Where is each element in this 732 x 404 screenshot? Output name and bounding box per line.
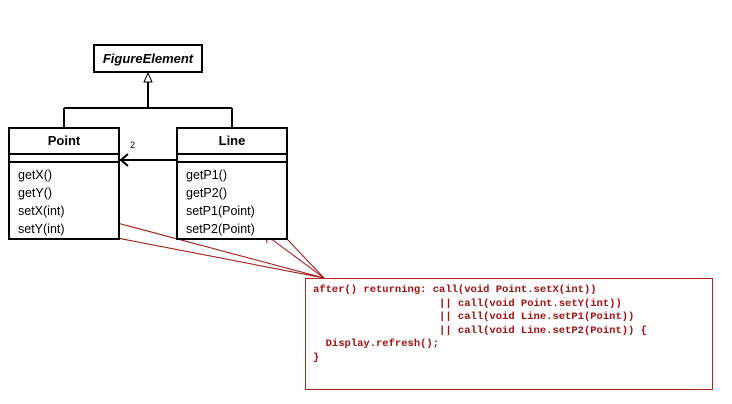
association-multiplicity: 2 <box>130 140 136 150</box>
class-name-figure-element: FigureElement <box>102 51 194 66</box>
operation-getp2: getP2() <box>186 186 227 200</box>
generalization-connector <box>63 82 233 127</box>
operation-sety: setY(int) <box>18 222 65 236</box>
pointer-setp2 <box>265 234 325 279</box>
class-point: Point getX() getY() setX(int) setY(int) <box>8 127 120 240</box>
operation-getx: getX() <box>18 168 53 182</box>
operations-compartment-line: getP1() getP2() setP1(Point) setP2(Point… <box>178 163 286 238</box>
class-name-point: Point <box>10 129 118 155</box>
operation-setp1: setP1(Point) <box>186 204 255 218</box>
operations-compartment-point: getX() getY() setX(int) setY(int) <box>10 163 118 238</box>
association-connector <box>119 153 176 167</box>
attributes-compartment-point <box>10 155 118 163</box>
operation-getp1: getP1() <box>186 168 227 182</box>
class-figure-element: FigureElement <box>93 44 203 73</box>
operation-setx: setX(int) <box>18 204 65 218</box>
advice-code: after() returning: call(void Point.setX(… <box>313 284 647 364</box>
operation-setp2: setP2(Point) <box>186 222 255 236</box>
class-name-line: Line <box>178 129 286 155</box>
attributes-compartment-line <box>178 155 286 163</box>
operation-gety: getY() <box>18 186 53 200</box>
generalization-arrowhead <box>143 71 153 83</box>
advice-note: after() returning: call(void Point.setX(… <box>305 278 713 390</box>
class-line: Line getP1() getP2() setP1(Point) setP2(… <box>176 127 288 240</box>
